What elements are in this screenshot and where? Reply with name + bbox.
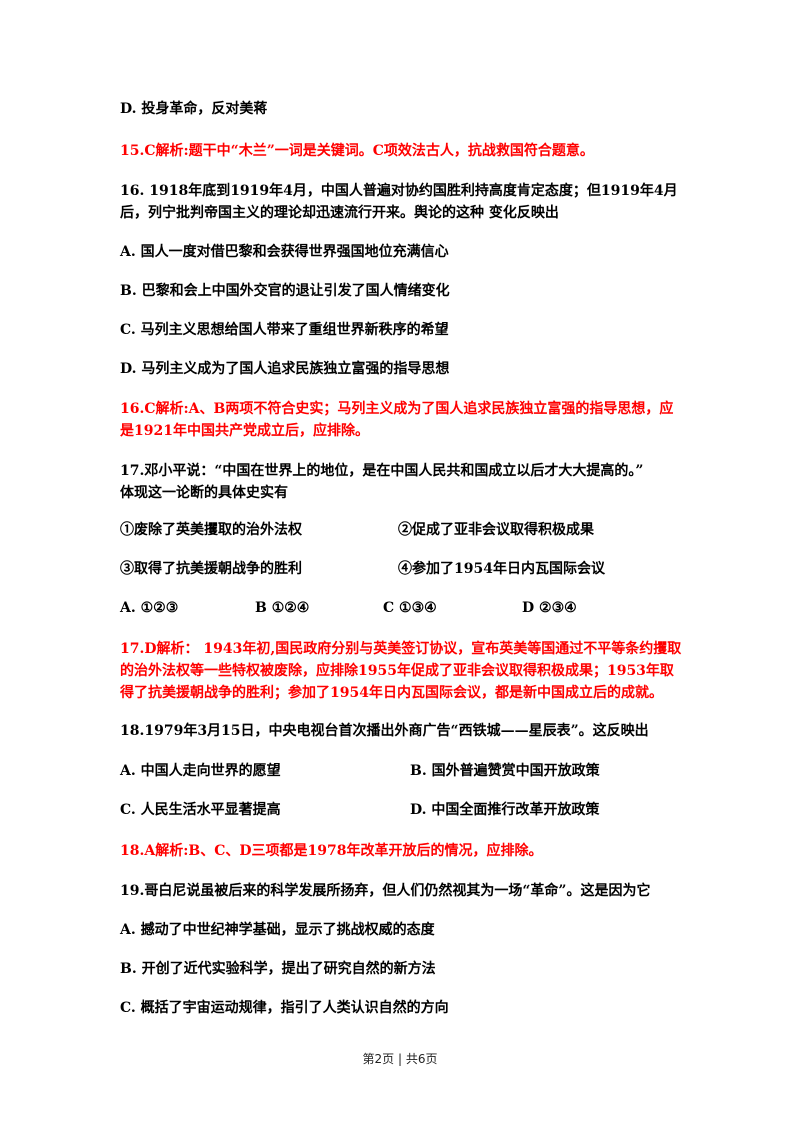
option-b-q16: B. 巴黎和会上中国外交官的退让引发了国人情绪变化 [120,283,450,299]
option-c-q17: C ①③④ [383,600,437,616]
option-b-q19: B. 开创了近代实验科学，提出了研究自然的新方法 [120,961,436,977]
question-16-line-1: 16. 1918年底到1919年4月，中国人普遍对协约国胜利持高度肯定态度；但1… [120,183,678,199]
statement-2-q17: ②促成了亚非会议取得积极成果 [398,522,594,538]
answer-15: 15.C解析:题干中“木兰”一词是关键词。C项效法古人，抗战救国符合题意。 [120,143,594,159]
option-a-q17: A. ①②③ [120,600,179,616]
answer-18: 18.A解析:B、C、D三项都是1978年改革开放后的情况，应排除。 [120,843,543,859]
answer-17-line-1: 17.D解析： 1943年初,国民政府分别与英美签订协议，宣布英美等国通过不平等… [120,641,682,657]
option-a-q19: A. 撼动了中世纪神学基础，显示了挑战权威的态度 [120,922,435,938]
question-19: 19.哥白尼说虽被后来的科学发展所扬弃，但人们仍然视其为一场“革命”。这是因为它 [120,883,651,899]
option-c-q19: C. 概括了宇宙运动规律，指引了人类认识自然的方向 [120,1000,449,1016]
question-16-line-2: 后，列宁批判帝国主义的理论却迅速流行开来。舆论的这种 变化反映出 [120,205,559,221]
option-d-q18: D. 中国全面推行改革开放政策 [410,802,600,818]
option-c-q18: C. 人民生活水平显著提高 [120,802,281,818]
question-17-line-1: 17.邓小平说：“中国在世界上的地位，是在中国人民共和国成立以后才大大提高的。” [120,463,644,479]
option-d-q17: D ②③④ [522,600,577,616]
option-a-q16: A. 国人一度对借巴黎和会获得世界强国地位充满信心 [120,244,449,260]
option-d-q16: D. 马列主义成为了国人追求民族独立富强的指导思想 [120,361,450,377]
answer-16-line-2: 是1921年中国共产党成立后，应排除。 [120,423,369,439]
option-b-q18: B. 国外普遍赞赏中国开放政策 [410,763,600,779]
question-17-line-2: 体现这一论断的具体史实有 [120,485,288,501]
answer-17-line-2: 的治外法权等一些特权被废除，应排除1955年促成了亚非会议取得积极成果；1953… [120,663,674,679]
option-d-q14: D. 投身革命，反对美蒋 [120,101,268,117]
answer-16-line-1: 16.C解析:A、B两项不符合史实；马列主义成为了国人追求民族独立富强的指导思想… [120,401,674,417]
option-b-q17: B ①②④ [255,600,310,616]
question-18: 18.1979年3月15日，中央电视台首次播出外商广告“西铁城——星辰表”。这反… [120,723,649,739]
statement-4-q17: ④参加了1954年日内瓦国际会议 [398,561,605,577]
page-footer: 第2页 | 共6页 [362,1052,438,1066]
option-c-q16: C. 马列主义思想给国人带来了重组世界新秩序的希望 [120,322,449,338]
statement-1-q17: ①废除了英美攫取的治外法权 [120,522,302,538]
answer-17-line-3: 得了抗美援朝战争的胜利；参加了1954年日内瓦国际会议，都是新中国成立后的成就。 [120,685,663,701]
option-a-q18: A. 中国人走向世界的愿望 [120,763,281,779]
statement-3-q17: ③取得了抗美援朝战争的胜利 [120,561,302,577]
